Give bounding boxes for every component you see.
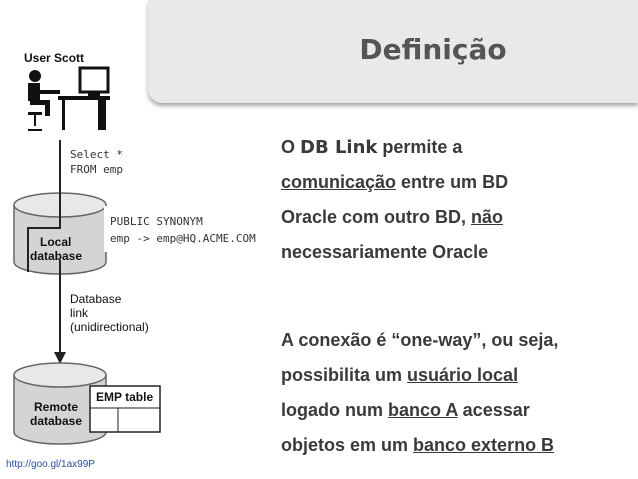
arrow-down-icon: [54, 352, 66, 364]
line-3: Oracle com outro BD, não: [281, 207, 504, 227]
line-2: comunicação entre um BD: [281, 172, 509, 192]
query-line-1: Select *: [70, 148, 123, 161]
remote-db-label-1: Remote: [34, 400, 78, 414]
query-line-2: FROM emp: [70, 163, 123, 176]
line-3: logado num banco A acessar: [281, 400, 530, 420]
synonym-line-1: PUBLIC SYNONYM: [110, 215, 203, 228]
definition-paragraph-2: A conexão é “one-way”, ou seja, possibil…: [281, 323, 631, 463]
slide-title: Definição: [359, 33, 507, 66]
link-label-1: Database: [70, 292, 122, 306]
user-label: User Scott: [24, 51, 84, 65]
title-bar: Definição: [148, 0, 638, 103]
line-1: A conexão é “one-way”, ou seja,: [281, 330, 559, 350]
line-4: necessariamente Oracle: [281, 242, 489, 262]
db-link-diagram: User Scott Select * FROM emp Local datab…: [13, 51, 256, 445]
db-link-term: DB Link: [300, 137, 378, 158]
emp-table-icon: [89, 385, 161, 433]
local-db-label-2: database: [30, 249, 82, 263]
definition-paragraph-1: O DB Link permite a comunicação entre um…: [281, 130, 631, 270]
line-2: possibilita um usuário local: [281, 365, 519, 385]
remote-db-label-2: database: [30, 414, 82, 428]
line-4: objetos em um banco externo B: [281, 435, 555, 455]
source-link[interactable]: http://goo.gl/1ax99P: [6, 459, 95, 470]
link-label-3: (unidirectional): [70, 320, 149, 334]
synonym-line-2: emp -> emp@HQ.ACME.COM: [110, 232, 256, 245]
emp-table-label: EMP table: [96, 390, 153, 404]
user-at-computer-icon: [28, 66, 110, 131]
link-label-2: link: [70, 306, 89, 320]
line-1: O DB Link permite a: [281, 137, 463, 158]
local-db-label-1: Local: [40, 235, 71, 249]
remote-database-icon: [13, 362, 107, 445]
